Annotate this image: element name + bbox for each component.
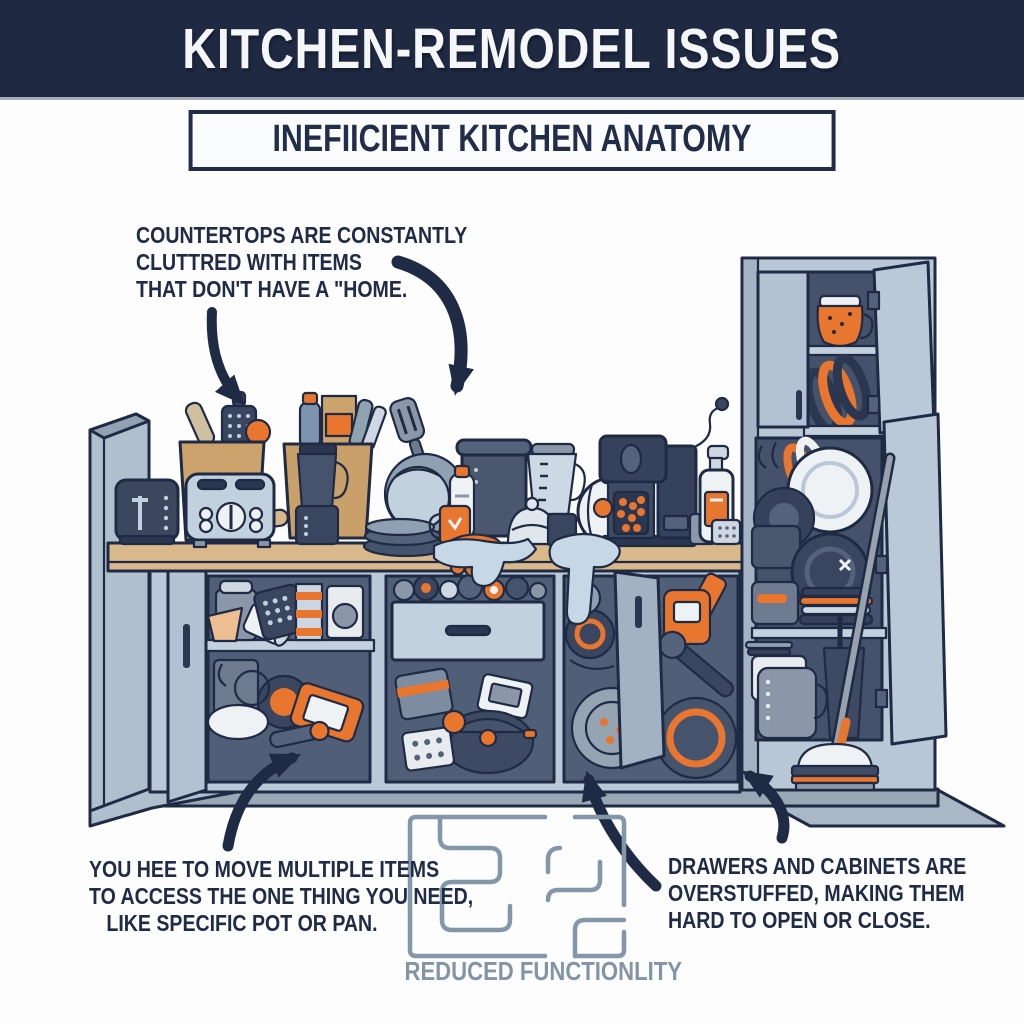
pantry-closed-door: [756, 270, 810, 429]
spatula-icon: [389, 397, 429, 473]
annotation-arrows: [206, 255, 790, 892]
annotation-line: TO ACCESS THE ONE THING YOU NEED,: [89, 883, 474, 909]
toaster-icon: [184, 472, 276, 549]
pantry-pans-icon: [750, 436, 874, 626]
annotation-line: LIKE SPECIFIC POT OR PAN.: [106, 910, 378, 936]
mop-icon: [790, 452, 896, 792]
pantry-cabinet: [740, 256, 948, 792]
grater-cup-icon: [710, 518, 742, 546]
floor-base: [146, 787, 1006, 828]
maze-icon: [407, 814, 627, 959]
countertop: [106, 541, 744, 573]
toaster-dark-icon: [114, 478, 180, 546]
stock-pot-icon: [455, 438, 533, 538]
pantry-upper-door: [866, 260, 936, 435]
arrow-countertop-right: [391, 255, 474, 396]
page-title: KITCHEN-REMODEL ISSUES: [182, 16, 842, 81]
annotation-line: DRAWERS AND CABINETS ARE: [668, 853, 967, 879]
annotation-countertops: COUNTERTOPS ARE CONSTANTLY CLUTTRED WITH…: [136, 222, 526, 303]
arrow-move-items: [222, 752, 302, 852]
left-cabinet-door: [166, 554, 208, 804]
left-cabinet-clutter: [206, 579, 365, 749]
arrow-cabinet: [741, 770, 790, 844]
base-cabinets: [148, 554, 742, 804]
annotation-line: CLUTTRED WITH ITEMS: [136, 249, 362, 275]
annotation-move-items: YOU HEE TO MOVE MULTIPLE ITEMS TO ACCESS…: [62, 856, 474, 937]
water-spill-icon: [432, 532, 621, 626]
reduced-functionality-caption: REDUCED FUNCTIONLITY: [404, 956, 682, 986]
middle-cabinet-clutter: [394, 667, 538, 775]
right-cabinet-door: [613, 570, 666, 770]
counter-clutter: [114, 390, 742, 626]
subtitle-box: INEFIICIENT KITCHEN ANATOMY: [188, 110, 836, 171]
annotation-line: OVERSTUFFED, MAKING THEM: [668, 880, 965, 906]
blender-dark-icon: [294, 442, 349, 546]
arrow-countertop-left: [206, 307, 245, 406]
annotation-line: THAT DON'T HAVE A "HOME.: [136, 276, 408, 302]
pantry-lower-door: [874, 412, 948, 746]
annotation-line: YOU HEE TO MOVE MULTIPLE ITEMS: [89, 856, 440, 882]
annotation-drawers: DRAWERS AND CABINETS ARE OVERSTUFFED, MA…: [668, 853, 1019, 934]
drawer-clutter: [392, 573, 548, 602]
open-drawer: [390, 600, 546, 662]
subtitle: INEFIICIENT KITCHEN ANATOMY: [272, 118, 752, 160]
arrow-drawer: [581, 770, 662, 892]
coffee-machine-icon: [592, 396, 730, 548]
title-bar: KITCHEN-REMODEL ISSUES: [0, 0, 1024, 100]
annotation-line: HARD TO OPEN OR CLOSE.: [668, 907, 931, 933]
annotation-line: COUNTERTOPS ARE CONSTANTLY: [136, 222, 468, 248]
